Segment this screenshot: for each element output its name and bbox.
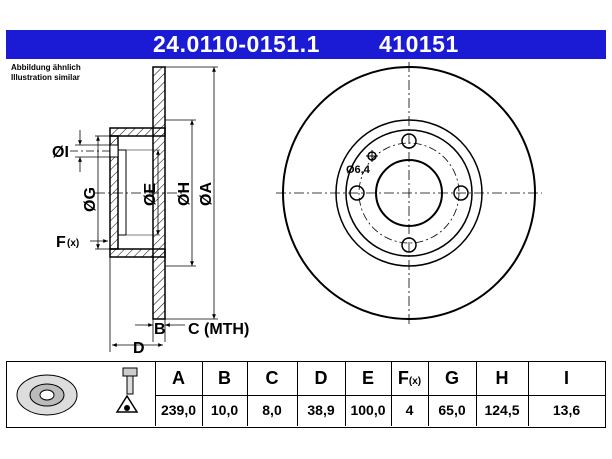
label-dia-i: ØI — [52, 144, 69, 161]
table-header-b: B — [202, 362, 247, 395]
label-dia-g: ØG — [82, 187, 99, 212]
table-value-i: 13,6 — [552, 402, 581, 418]
label-height-d: D — [133, 340, 145, 357]
label-dia-h: ØH — [176, 182, 193, 206]
table-value-d: 38,9 — [307, 402, 335, 418]
disc-icon-area — [16, 367, 139, 416]
table-value-g: 65,0 — [438, 402, 466, 418]
table-header-g: G — [428, 362, 476, 395]
table-header-f-sub: (x) — [408, 376, 422, 387]
hub-wall-top — [109, 127, 166, 137]
table-header-e: E — [345, 362, 391, 395]
table-value-e: 100,0 — [350, 402, 386, 418]
illustration-note: Abbildung ähnlich Illustration similar — [11, 63, 81, 83]
table-header-letter: B — [218, 368, 231, 388]
label-dia-a: ØA — [198, 182, 215, 206]
label-offset-f: F — [56, 234, 66, 251]
table-header-letter: D — [314, 368, 328, 388]
table-header-letter: C — [265, 368, 279, 388]
table-header-letter: A — [172, 368, 185, 388]
note-line-de: Abbildung ähnlich — [11, 63, 81, 72]
label-dia-e: ØE — [142, 183, 159, 206]
label-bolt-hole-dia: Ø6,4 — [346, 164, 371, 176]
table-value-c: 8,0 — [262, 402, 282, 418]
torque-wrench-icon — [115, 394, 139, 413]
hub-wall-bottom — [109, 248, 166, 258]
table-header-letter: G — [444, 368, 459, 388]
table-header-letter: E — [361, 368, 374, 388]
short-number: 410151 — [379, 31, 459, 57]
note-line-en: Illustration similar — [11, 73, 80, 82]
label-thickness-b: B — [154, 321, 166, 338]
table-value-h: 124,5 — [484, 402, 520, 418]
table-header-h: H — [476, 362, 528, 395]
spec-table: A 239,0 B 10,0 C 8,0 D 38,9 E 100,0 F(x) 4 G 65,0 H 124… — [6, 361, 606, 428]
table-value-f: 4 — [405, 402, 414, 418]
front-view: Ø6,4 — [276, 62, 542, 324]
table-header-letter: H — [495, 368, 509, 388]
table-header-letter: I — [563, 368, 569, 388]
title-bar: 24.0110-0151.1 410151 — [6, 30, 606, 59]
cross-section-view: ØI ØG ØE ØH ØA F (x) B C (MTH) D — [52, 66, 249, 357]
table-value-b: 10,0 — [210, 402, 239, 418]
bolt-hole-right — [453, 185, 469, 201]
brake-disc-icon — [16, 374, 78, 416]
table-value-a: 239,0 — [160, 402, 197, 418]
table-header-i: I — [528, 362, 605, 395]
table-header-a: A — [155, 362, 202, 395]
table-header-c: C — [247, 362, 297, 395]
bolt-icon — [122, 367, 138, 395]
part-number: 24.0110-0151.1 — [153, 31, 320, 57]
label-offset-f-sub: (x) — [67, 238, 79, 249]
table-header-f: F(x) — [391, 362, 428, 395]
hub-face — [109, 135, 119, 250]
table-header-d: D — [297, 362, 345, 395]
table-header-letter: F — [397, 368, 409, 388]
label-min-thickness-c: C (MTH) — [188, 321, 249, 338]
